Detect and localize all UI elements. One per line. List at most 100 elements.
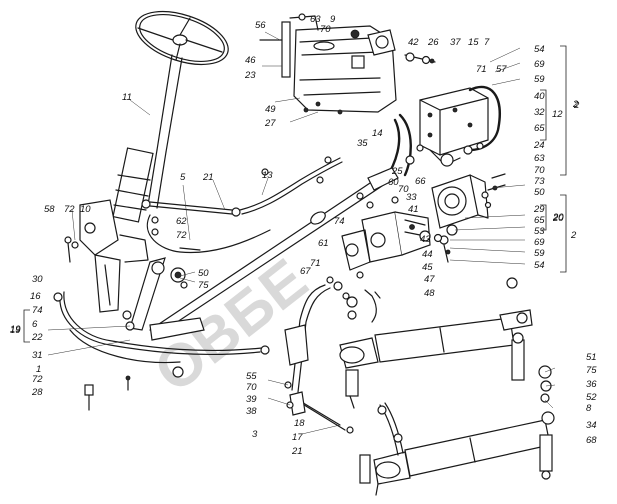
label: 27 [264,118,276,129]
label: 73 [534,176,545,187]
label: 71 [310,258,321,269]
lower-hoses [53,291,270,378]
power-cylinder-upper [339,289,533,409]
label: 59 [534,248,545,259]
power-cylinder-lower [359,402,555,496]
label: 34 [586,420,597,431]
label: 15 [468,37,479,48]
bracket-label: 2 [570,230,577,241]
label: 54 [534,260,545,271]
label: 72 [32,374,43,385]
label: 48 [424,288,435,299]
label: 21 [291,446,303,457]
label: 36 [586,379,597,390]
bracket-label: 2 [573,100,580,111]
label: 41 [408,204,419,215]
label: 11 [122,92,132,103]
label: 25 [391,166,403,177]
label: 22 [31,332,43,343]
label: 33 [406,192,417,203]
steering-wheel [135,10,229,66]
label: 70 [246,382,257,393]
bracket-label: 20 [552,212,564,223]
label: 38 [246,406,257,417]
pressure-lines [141,157,343,254]
label: 2 [572,99,579,110]
bracket-label: 19 [10,324,21,335]
label: 5 [180,172,186,183]
label: 7 [484,37,490,48]
bracket-labels: 2 20 2 19 [10,100,580,335]
label: 74 [334,216,345,227]
label: 9 [330,14,336,25]
label: 8 [586,403,592,414]
label: 28 [31,387,43,398]
label: 26 [427,37,439,48]
label: 54 [534,44,545,55]
label: 75 [586,365,597,376]
label: 67 [300,266,311,277]
label: 71 [476,64,487,75]
label: 31 [32,350,43,361]
steering-column [79,54,183,313]
label: 60 [388,177,399,188]
label: 24 [533,140,545,151]
label: 70 [534,165,545,176]
callout-labels: 56 63 9 70 46 23 49 27 42 26 37 15 7 54 … [10,14,597,457]
label: 55 [246,371,257,382]
oil-reservoir [259,13,397,115]
label: 12 [552,109,563,120]
label: 6 [32,319,38,330]
label: 70 [320,24,331,35]
pump-fittings-right [439,224,458,263]
label: 45 [422,262,433,273]
label: 17 [292,432,303,443]
label: 70 [398,184,409,195]
label: 74 [32,305,43,316]
label: 21 [202,172,214,183]
pump-assembly [419,85,501,167]
label: 1 [36,364,41,375]
steering-shaft [149,167,399,341]
label: 65 [534,123,545,134]
label: 16 [30,291,41,302]
steering-bracket [284,276,354,434]
label: 13 [262,170,273,181]
label: 49 [265,104,276,115]
label: 18 [294,418,305,429]
label: 57 [496,64,507,75]
control-valve [341,211,443,271]
label: 58 [44,204,55,215]
label: 61 [318,238,329,249]
label: 46 [245,55,256,66]
label: 56 [255,20,266,31]
label: 20 [552,213,564,224]
label: 72 [64,204,75,215]
label: 30 [32,274,43,285]
label: 63 [310,14,321,25]
leader-lines [47,31,556,435]
label: 75 [198,280,209,291]
label: 62 [176,216,187,227]
pump-gear-housing [431,173,506,229]
label: 19 [10,325,21,336]
label: 32 [534,107,545,118]
label: 44 [422,249,433,260]
label: 3 [252,429,258,440]
label: 23 [244,70,256,81]
label: 40 [534,91,545,102]
label: 59 [534,74,545,85]
label: 43 [420,234,431,245]
label: 29 [533,204,545,215]
label: 63 [534,153,545,164]
label: 50 [198,268,209,279]
label: 51 [586,352,597,363]
label: 66 [415,176,426,187]
label: 68 [586,435,597,446]
label: 69 [534,237,545,248]
label: 35 [357,138,368,149]
label: 47 [424,274,435,285]
label: 52 [586,392,597,403]
label: 53 [534,226,545,237]
